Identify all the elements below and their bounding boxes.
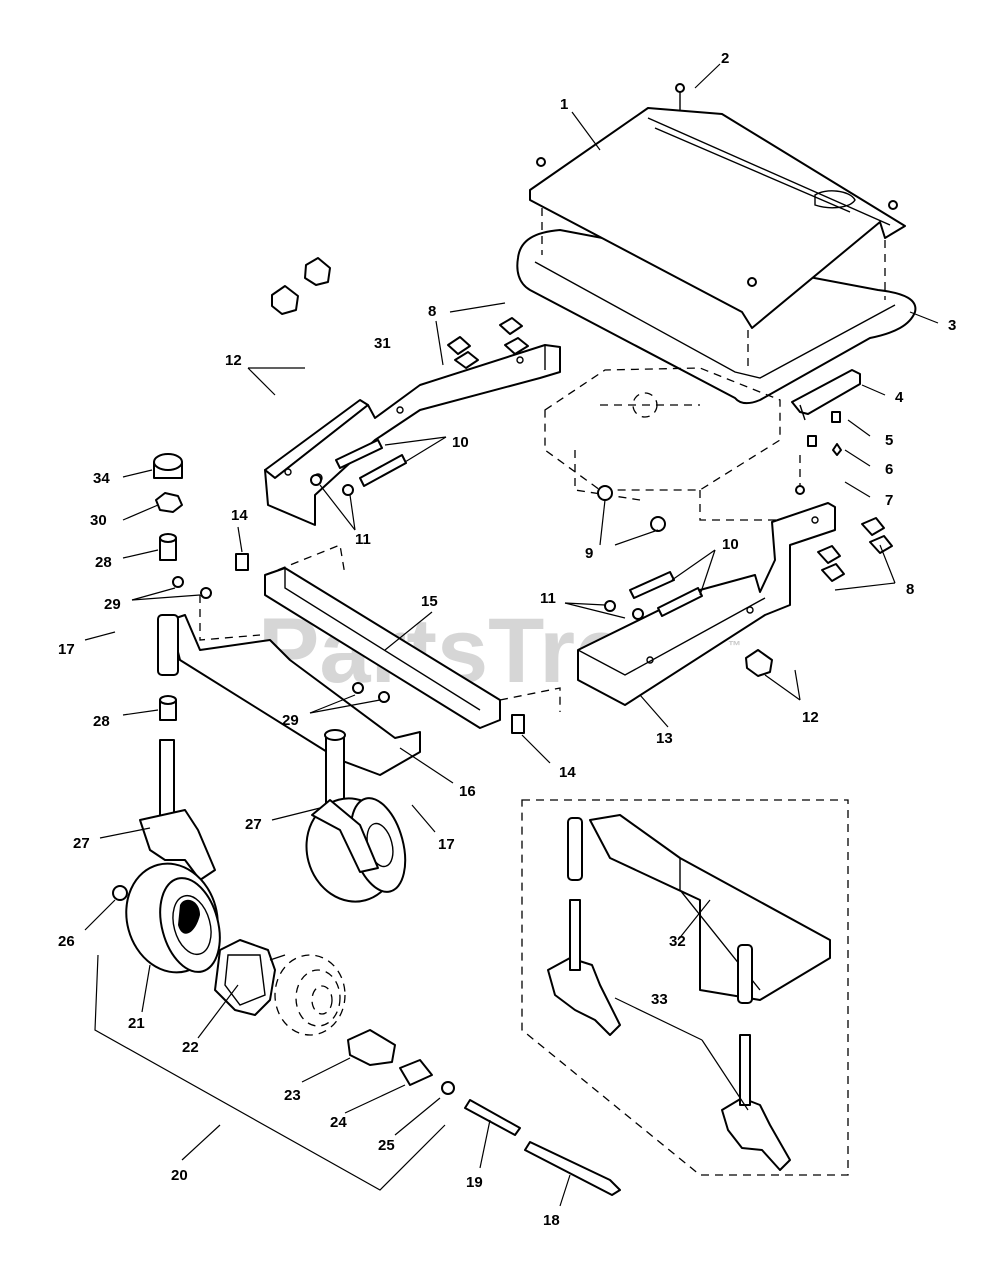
- callout-21: 21: [128, 1015, 145, 1032]
- callout-24: 24: [330, 1114, 347, 1131]
- knob-12-left: [271, 257, 331, 315]
- callout-5: 5: [885, 432, 893, 449]
- bracket-4: [791, 369, 861, 495]
- callout-11-right: 11: [540, 590, 556, 607]
- callout-10-left: 10: [452, 434, 469, 451]
- caster-yoke-16: [157, 595, 421, 776]
- caster-wheel-assembled: [305, 797, 407, 903]
- callout-4: 4: [895, 389, 904, 406]
- callout-22: 22: [182, 1039, 199, 1056]
- callout-26: 26: [58, 933, 75, 950]
- tire-21: [125, 862, 221, 974]
- rim-half-dashed: [274, 954, 346, 1036]
- callout-13: 13: [656, 730, 673, 747]
- callout-6: 6: [885, 461, 893, 478]
- callout-3: 3: [948, 317, 956, 334]
- callout-29-center: 29: [282, 712, 299, 729]
- callout-18: 18: [543, 1212, 560, 1229]
- callout-29-left: 29: [104, 596, 121, 613]
- hardware: [172, 257, 893, 734]
- callout-25: 25: [378, 1137, 395, 1154]
- caster-fork-right: [324, 729, 346, 816]
- callout-2: 2: [721, 50, 729, 67]
- callout-15: 15: [421, 593, 438, 610]
- cross-tube-15: [264, 544, 561, 729]
- engine-cover-assembly: [516, 83, 917, 405]
- callout-28-top: 28: [95, 554, 112, 571]
- callout-23: 23: [284, 1087, 301, 1104]
- callout-17-left: 17: [58, 641, 75, 658]
- inset-yoke-kit: [521, 799, 849, 1176]
- callout-20: 20: [171, 1167, 188, 1184]
- bushing-stack: [153, 453, 183, 721]
- callout-labels: 1 2 3 4 5 6 7 8 8 9 10 10 11 11 12 12 13…: [58, 50, 956, 1229]
- wheel-hardware: [112, 885, 621, 1196]
- callout-9: 9: [585, 545, 593, 562]
- callout-27-left: 27: [73, 835, 90, 852]
- callout-31: 31: [374, 335, 391, 352]
- callout-33-label: 33: [651, 991, 668, 1008]
- callout-32: 32: [669, 933, 686, 950]
- caster-fork-left: [139, 739, 216, 881]
- callout-34: 34: [93, 470, 110, 487]
- knob-12-right: [745, 649, 773, 677]
- callout-12-left: 12: [225, 352, 242, 369]
- callout-12-right: 12: [802, 709, 819, 726]
- callout-28-bottom: 28: [93, 713, 110, 730]
- callout-27-right: 27: [245, 816, 262, 833]
- callout-30: 30: [90, 512, 107, 529]
- callout-7: 7: [885, 492, 893, 509]
- leader-lines: [84, 63, 939, 1207]
- callout-8-right: 8: [906, 581, 914, 598]
- callout-11-left: 11: [355, 531, 371, 548]
- engine-outline: [544, 367, 781, 521]
- callout-14-left: 14: [231, 507, 248, 524]
- callout-8-top: 8: [428, 303, 436, 320]
- callout-19: 19: [466, 1174, 483, 1191]
- callout-17-right: 17: [438, 836, 455, 853]
- callout-1: 1: [560, 96, 568, 113]
- callout-10-right: 10: [722, 536, 739, 553]
- trademark-symbol: ™: [728, 638, 741, 653]
- callout-16: 16: [459, 783, 476, 800]
- right-bracket-13: [577, 502, 836, 706]
- callout-14-right: 14: [559, 764, 576, 781]
- left-bracket-31: [264, 344, 561, 526]
